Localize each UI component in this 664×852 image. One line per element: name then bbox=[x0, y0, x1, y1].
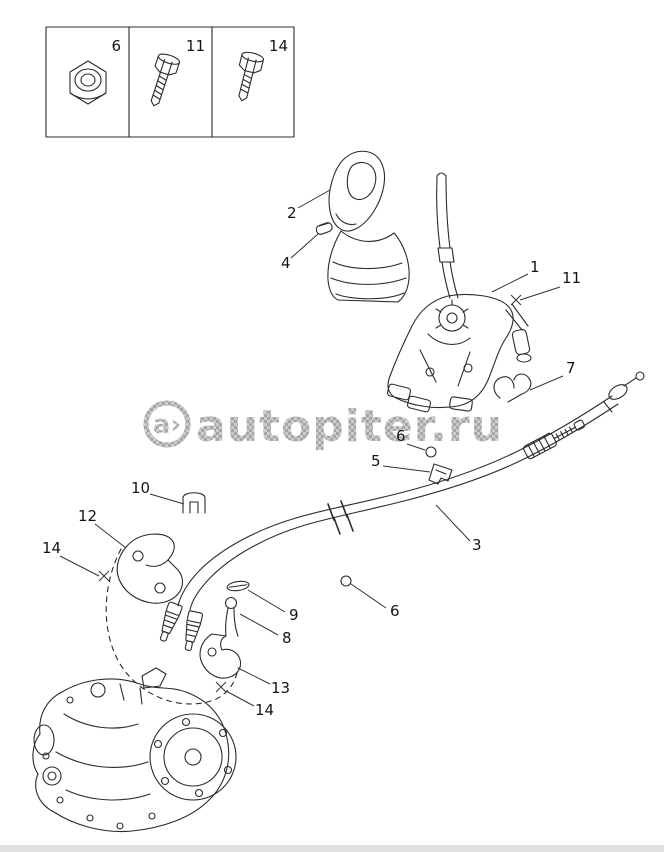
part-4-drawing bbox=[315, 222, 333, 235]
washer-9-drawing bbox=[226, 580, 250, 592]
callout-label-6a: 6 bbox=[396, 427, 406, 445]
x-marker bbox=[98, 570, 110, 582]
legend-box bbox=[45, 26, 295, 138]
bracket-12-drawing bbox=[116, 533, 184, 604]
clamp-5-drawing bbox=[428, 463, 453, 485]
pin-8-drawing bbox=[224, 596, 239, 637]
clip-7-drawing bbox=[493, 373, 532, 403]
callout-label-4: 4 bbox=[281, 254, 291, 272]
callout-label-14a: 14 bbox=[42, 539, 61, 557]
leader-lines bbox=[59, 189, 564, 707]
callout-label-1: 1 bbox=[530, 258, 540, 276]
watermark-logo-text: a› bbox=[153, 410, 181, 440]
watermark: a› autopiter.ru bbox=[143, 400, 503, 452]
watermark-logo-circle bbox=[143, 400, 191, 448]
footer-strip bbox=[0, 845, 664, 852]
washer-6-lower bbox=[340, 575, 352, 587]
x-marker bbox=[510, 294, 522, 306]
transmission-drawing bbox=[32, 667, 237, 833]
knob-boot-drawing bbox=[327, 230, 410, 303]
hook-13-drawing bbox=[199, 633, 242, 679]
x-marker bbox=[215, 681, 227, 693]
callout-label-10: 10 bbox=[131, 479, 150, 497]
shift-knob-drawing bbox=[328, 150, 386, 232]
callout-label-8: 8 bbox=[282, 629, 292, 647]
washer-6-upper bbox=[425, 446, 437, 458]
callout-label-2: 2 bbox=[287, 204, 297, 222]
hex-bolt-icon bbox=[150, 53, 181, 107]
callout-label-14b: 14 bbox=[255, 701, 274, 719]
callout-labels: 2 4 1 11 7 6 5 3 10 12 14 9 8 6 13 14 bbox=[42, 204, 581, 719]
callout-label-11: 11 bbox=[562, 269, 581, 287]
callout-label-12: 12 bbox=[78, 507, 97, 525]
flange-nut-icon bbox=[69, 60, 107, 105]
callout-label-5: 5 bbox=[371, 452, 381, 470]
callout-label-3: 3 bbox=[472, 536, 482, 554]
callout-label-13: 13 bbox=[271, 679, 290, 697]
shifter-assembly-drawing bbox=[386, 172, 532, 413]
callout-label-6b: 6 bbox=[390, 602, 400, 620]
callout-label-9: 9 bbox=[289, 606, 299, 624]
cable-assembly-drawing bbox=[159, 371, 645, 651]
legend-label-11: 11 bbox=[186, 37, 205, 55]
legend-label-14: 14 bbox=[269, 37, 288, 55]
clip-10-drawing bbox=[182, 492, 206, 514]
watermark-domain-text: autopiter.ru bbox=[196, 401, 503, 452]
hex-bolt-icon bbox=[238, 51, 264, 102]
legend-label-6: 6 bbox=[111, 37, 121, 55]
callout-label-7: 7 bbox=[566, 359, 576, 377]
